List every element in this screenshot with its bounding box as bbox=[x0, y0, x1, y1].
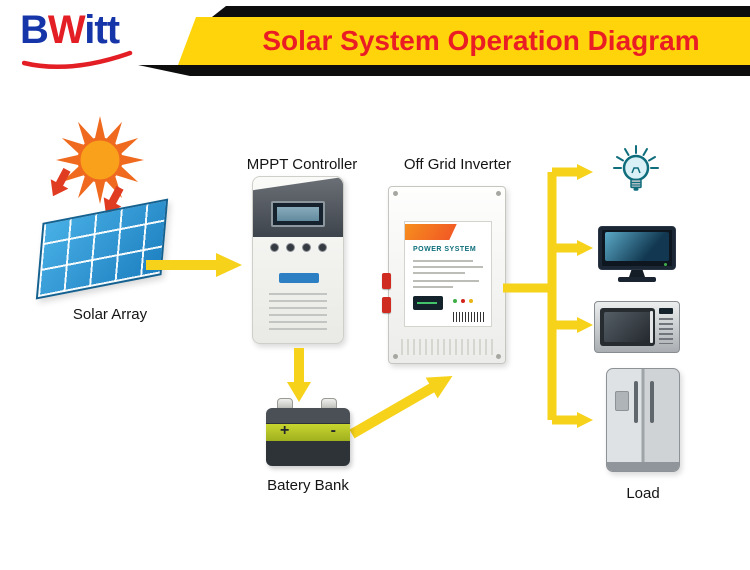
flow-arrow-panel-to-mppt bbox=[146, 253, 242, 277]
sunlight-arrow-icon bbox=[44, 165, 76, 201]
tv-screen bbox=[605, 232, 669, 261]
flow-arrow-mppt-to-battery bbox=[287, 348, 311, 402]
inverter-lcd-readout bbox=[417, 302, 437, 304]
inverter-vents bbox=[401, 339, 493, 355]
mppt-lcd-display bbox=[277, 207, 319, 221]
tv-power-led bbox=[664, 263, 667, 266]
mppt-lcd-screen bbox=[271, 201, 325, 227]
mppt-brand-badge bbox=[279, 273, 319, 283]
tv-frame bbox=[598, 226, 676, 270]
inverter-text-line bbox=[413, 266, 483, 268]
tv-stand-base bbox=[618, 277, 656, 282]
microwave-door bbox=[600, 308, 655, 346]
mppt-button bbox=[301, 243, 311, 252]
sun-icon bbox=[56, 116, 144, 204]
fridge-dispenser bbox=[615, 391, 629, 411]
screw-icon bbox=[496, 191, 501, 196]
microwave-display bbox=[659, 308, 673, 314]
logo-letters-itt: itt bbox=[84, 8, 120, 52]
microwave-handle bbox=[650, 311, 653, 343]
inverter-ribbon bbox=[405, 224, 457, 240]
off-grid-inverter-label: Off Grid Inverter bbox=[403, 156, 512, 173]
battery-minus-sign: - bbox=[330, 422, 336, 439]
fridge-icon bbox=[606, 368, 680, 472]
mppt-vents bbox=[269, 293, 327, 333]
brand-logo: BWitt bbox=[20, 8, 120, 52]
inverter-terminal bbox=[382, 297, 391, 313]
solar-array-label: Solar Array bbox=[72, 306, 148, 323]
inverter-text-line bbox=[413, 260, 473, 262]
microwave-window bbox=[604, 312, 651, 342]
screw-icon bbox=[393, 191, 398, 196]
inverter-led-yellow bbox=[469, 299, 473, 303]
tv-stand-neck bbox=[629, 270, 645, 277]
fridge-handle-right bbox=[650, 381, 654, 423]
inverter-lcd-screen bbox=[413, 296, 443, 310]
logo-swoosh-icon bbox=[22, 50, 133, 70]
off-grid-inverter-device: POWER SYSTEM bbox=[382, 186, 506, 364]
mppt-button bbox=[269, 243, 279, 252]
page-title: Solar System Operation Diagram bbox=[262, 25, 700, 56]
mppt-controller-device bbox=[252, 176, 344, 344]
title-banner: Solar System Operation Diagram bbox=[178, 17, 750, 65]
inverter-faceplate: POWER SYSTEM bbox=[404, 221, 492, 327]
inverter-text-line bbox=[413, 272, 465, 274]
flow-arrow-battery-to-inverter bbox=[349, 376, 453, 439]
solar-panel-icon bbox=[35, 198, 169, 300]
tv-icon bbox=[598, 226, 676, 284]
logo-letter-b: B bbox=[20, 8, 49, 52]
inverter-text-line bbox=[413, 280, 479, 282]
fridge-base bbox=[607, 462, 679, 471]
screw-icon bbox=[393, 354, 398, 359]
inverter-panel-title: POWER SYSTEM bbox=[413, 246, 477, 253]
battery-stripe bbox=[266, 424, 350, 441]
battery-icon: + - bbox=[266, 398, 350, 466]
fridge-handle-left bbox=[634, 381, 638, 423]
microwave-icon bbox=[594, 301, 680, 353]
microwave-keypad bbox=[659, 318, 673, 344]
logo-letter-w: W bbox=[47, 8, 85, 52]
battery-body: + - bbox=[266, 408, 350, 466]
mppt-buttons bbox=[253, 243, 343, 252]
inverter-terminal bbox=[382, 273, 391, 289]
load-label: Load bbox=[626, 485, 660, 502]
banner-stripe-bottom bbox=[138, 65, 750, 76]
inverter-led-green bbox=[453, 299, 457, 303]
power-distribution-lines bbox=[503, 164, 593, 428]
bulb-icon bbox=[613, 145, 659, 191]
banner-stripe-top bbox=[212, 6, 750, 17]
inverter-text-line bbox=[413, 286, 453, 288]
inverter-led-red bbox=[461, 299, 465, 303]
mppt-button bbox=[317, 243, 327, 252]
inverter-barcode bbox=[453, 312, 485, 322]
microwave-control-panel bbox=[657, 308, 675, 348]
battery-plus-sign: + bbox=[280, 422, 290, 439]
mppt-button bbox=[285, 243, 295, 252]
screw-icon bbox=[496, 354, 501, 359]
mppt-controller-label: MPPT Controller bbox=[246, 156, 358, 173]
battery-bank-label: Batery Bank bbox=[267, 477, 349, 494]
